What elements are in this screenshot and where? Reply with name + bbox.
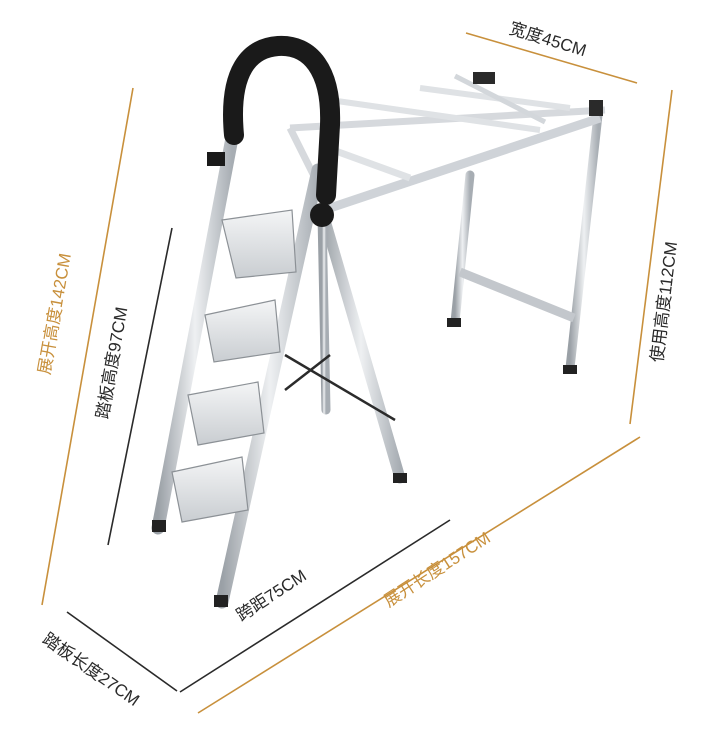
step-length-dimension-line bbox=[66, 611, 178, 692]
ladder-back-legs bbox=[284, 204, 407, 484]
use-height-dimension-line bbox=[629, 89, 673, 425]
width-dimension-line bbox=[465, 32, 638, 84]
ladder-handle bbox=[207, 35, 341, 227]
ladder-steps bbox=[171, 209, 297, 523]
dimension-lines bbox=[41, 32, 673, 714]
ladder-front-rails bbox=[151, 131, 325, 609]
step-height-dimension-line bbox=[107, 227, 173, 546]
step-3 bbox=[187, 381, 265, 446]
step-4 bbox=[171, 456, 249, 523]
open-length-dimension-line bbox=[197, 436, 641, 714]
step-2 bbox=[204, 299, 281, 363]
step-1 bbox=[221, 209, 297, 279]
open-height-dimension-line bbox=[41, 87, 134, 606]
drying-rack bbox=[286, 72, 606, 374]
span-dimension-line bbox=[179, 519, 451, 693]
